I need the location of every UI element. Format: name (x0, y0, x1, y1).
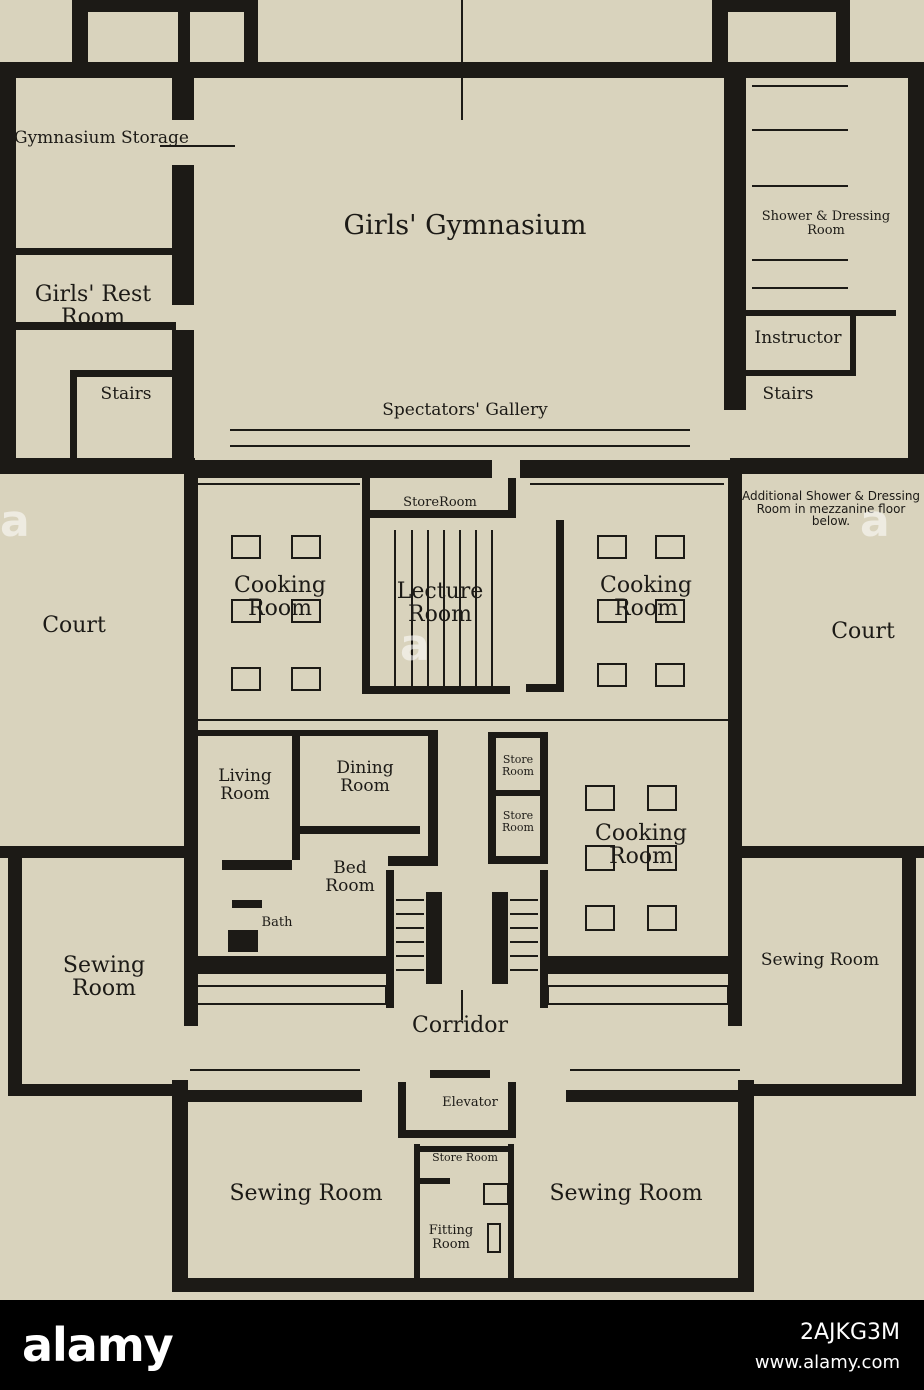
site-url[interactable]: www.alamy.com (754, 1352, 900, 1373)
room-girls-rest-room: Girls' Rest Room (34, 282, 152, 331)
image-id: 2AJKG3M (800, 1320, 900, 1345)
mezzanine-note: Additional Shower & Dressing Room in mez… (741, 489, 921, 529)
room-store-bottom: Store Room (432, 1151, 498, 1164)
room-store-b: Store Room (502, 809, 534, 834)
room-gym-storage: Gymnasium Storage (14, 128, 189, 148)
room-sewing-bottom-left: Sewing Room (229, 1181, 383, 1206)
label-spectators-gallery: Spectators' Gallery (382, 400, 548, 420)
room-cooking-right: Cooking Room (600, 573, 692, 622)
watermark-mark: a (0, 496, 30, 547)
room-bed: Bed Room (325, 858, 375, 896)
stock-footer: alamy 2AJKG3M www.alamy.com (0, 1300, 924, 1390)
room-lecture: Lecture Room (396, 579, 484, 628)
room-fitting: Fitting Room (428, 1223, 474, 1252)
room-instructor: Instructor (754, 328, 842, 348)
room-dining: Dining Room (336, 758, 394, 796)
watermark-mark: a (400, 620, 430, 671)
label-court-right: Court (831, 619, 895, 644)
label-stairs-left: Stairs (100, 384, 152, 404)
room-sewing-left: Sewing Room (62, 953, 146, 1002)
label-court-left: Court (42, 613, 106, 638)
room-bath: Bath (261, 915, 293, 930)
room-store-a: Store Room (502, 753, 534, 778)
room-girls-gymnasium: Girls' Gymnasium (343, 210, 587, 241)
room-shower-dressing: Shower & Dressing Room (761, 209, 891, 238)
label-corridor: Corridor (412, 1013, 508, 1038)
room-living: Living Room (218, 766, 272, 804)
alamy-logo: alamy (22, 1318, 174, 1372)
room-elevator: Elevator (442, 1095, 498, 1110)
room-cooking-lower: Cooking Room (595, 821, 687, 870)
label-stairs-right: Stairs (762, 384, 814, 404)
watermark-mark: a (860, 496, 890, 547)
room-sewing-right: Sewing Room (760, 950, 880, 970)
floor-plan-drawing (0, 0, 924, 1292)
room-sewing-bottom-right: Sewing Room (549, 1181, 703, 1206)
room-store-room-top: StoreRoom (403, 495, 477, 510)
room-cooking-left: Cooking Room (234, 573, 326, 622)
floor-plan: Gymnasium Storage Girls' Gymnasium Showe… (0, 0, 924, 1300)
